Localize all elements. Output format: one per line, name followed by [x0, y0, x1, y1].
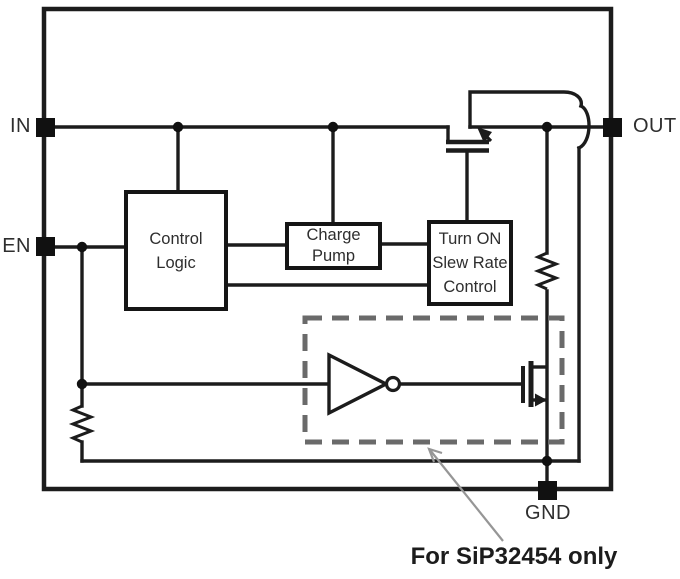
control-logic-label-line2: Logic [156, 253, 196, 272]
in-pin-pad [36, 118, 55, 137]
slew-rate-label-line3: Control [443, 278, 497, 296]
pmos-arrow-head [477, 127, 492, 143]
charge-pump-label-line1: Charge [306, 226, 361, 244]
en-pulldown-resistor-icon [68, 404, 96, 444]
wire-hop-over-out-rail [576, 103, 591, 151]
en-pin-label: EN [2, 235, 31, 257]
nmos-transistor-icon [521, 361, 547, 407]
inverter-triangle [327, 352, 390, 416]
junction-dot [541, 121, 553, 133]
slew-rate-label-line1: Turn ON [438, 230, 502, 248]
control-logic-block: Control Logic [124, 190, 228, 311]
inverter-bubble [384, 375, 402, 393]
pmos-pass-transistor-icon [446, 127, 493, 153]
slew-rate-label-line2: Slew Rate [432, 254, 508, 272]
gnd-pin-label: GND [525, 502, 571, 524]
nmos-arrow-head [535, 393, 547, 407]
junction-dot [541, 455, 553, 467]
gnd-pin-pad [538, 481, 557, 500]
inverter-gate-icon [327, 352, 402, 416]
turn-on-slew-rate-control-block: Turn ON Slew Rate Control [427, 220, 513, 306]
in-pin-label: IN [10, 115, 31, 137]
junction-dot [327, 121, 339, 133]
charge-pump-block: Charge Pump [285, 222, 382, 270]
callout-arrow [427, 447, 504, 542]
callout-arrow-head [427, 447, 443, 463]
junction-dots [76, 121, 553, 467]
pmos-body-top-loop-wire [468, 90, 583, 129]
out-pin-pad [603, 118, 622, 137]
en-pin-pad [36, 237, 55, 256]
junction-dot [172, 121, 184, 133]
callout-arrow-line [429, 449, 504, 542]
out-pin-label: OUT [633, 115, 677, 137]
control-logic-label-line1: Control [149, 229, 203, 248]
charge-pump-label-line2: Pump [311, 247, 356, 265]
sip32454-only-caption: For SiP32454 only [410, 543, 618, 570]
junction-dot [76, 378, 88, 390]
output-discharge-resistor-icon [533, 251, 561, 291]
junction-dot [76, 241, 88, 253]
